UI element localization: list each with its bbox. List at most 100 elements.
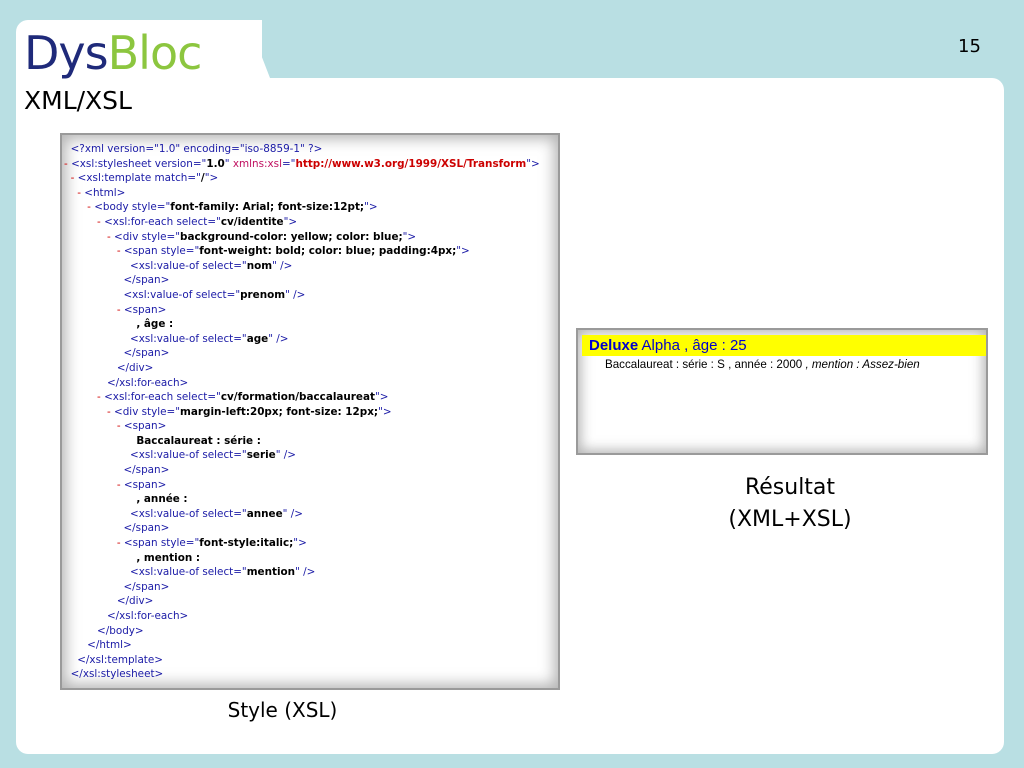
code-token: " bbox=[224, 157, 233, 170]
caption-result: Résultat (XML+XSL) bbox=[690, 472, 890, 536]
code-line: <xsl:value-of select="annee" /> bbox=[64, 507, 560, 522]
code-token: " /> bbox=[272, 259, 293, 272]
code-token: <xsl:value-of select=" bbox=[64, 288, 241, 301]
code-token: " /> bbox=[295, 566, 316, 579]
code-token: nom bbox=[246, 259, 273, 272]
code-token: xmlns:xsl bbox=[232, 157, 282, 170]
code-token: <xsl:value-of select=" bbox=[64, 566, 247, 579]
code-token: <xsl:stylesheet version=" bbox=[71, 157, 207, 170]
result-bac-mention: , mention : Assez-bien bbox=[805, 358, 920, 371]
code-line: - <span> bbox=[64, 478, 560, 493]
code-line: - <span> bbox=[64, 303, 560, 318]
code-token: <html> bbox=[84, 186, 126, 199]
code-token: <span> bbox=[123, 478, 167, 491]
code-token: </div> bbox=[64, 361, 154, 374]
caption-result-line1: Résultat bbox=[744, 475, 836, 500]
result-nom: Deluxe bbox=[589, 337, 639, 354]
code-line: <xsl:value-of select="mention" /> bbox=[64, 565, 560, 580]
code-token: - bbox=[64, 391, 105, 404]
code-token: </xsl:template> bbox=[64, 653, 163, 666]
code-token: "> bbox=[456, 245, 470, 258]
code-token: , âge : bbox=[64, 318, 174, 331]
code-line: </span> bbox=[64, 521, 560, 536]
code-token: </xsl:for-each> bbox=[64, 376, 189, 389]
code-token: "> bbox=[378, 405, 392, 418]
code-token: <xsl:template match=" bbox=[77, 172, 201, 185]
code-token: "> bbox=[293, 537, 307, 550]
slide-title: DysBloc bbox=[24, 26, 203, 80]
code-token: annee bbox=[246, 507, 283, 520]
code-token: - bbox=[64, 201, 95, 214]
result-bac-line: Baccalaureat : série : S , année : 2000 … bbox=[605, 358, 920, 371]
code-token: 1.0 bbox=[206, 157, 225, 170]
code-token: age bbox=[246, 332, 269, 345]
code-token: - bbox=[64, 186, 85, 199]
code-line: - <xsl:for-each select="cv/identite"> bbox=[64, 215, 560, 230]
code-token: " /> bbox=[275, 449, 296, 462]
slide-subtitle: XML/XSL bbox=[24, 86, 132, 115]
code-token: <span> bbox=[123, 303, 167, 316]
code-line: </span> bbox=[64, 273, 560, 288]
code-token: <span style=" bbox=[123, 245, 200, 258]
code-line: , âge : bbox=[64, 317, 560, 332]
code-token: - bbox=[64, 303, 124, 316]
code-token: " /> bbox=[268, 332, 289, 345]
code-token: <xsl:value-of select=" bbox=[64, 507, 247, 520]
xsl-code-panel: <?xml version="1.0" encoding="iso-8859-1… bbox=[60, 133, 560, 690]
code-token: </span> bbox=[64, 274, 170, 287]
code-token: <xsl:value-of select=" bbox=[64, 449, 247, 462]
code-line: </div> bbox=[64, 594, 560, 609]
code-token: - bbox=[64, 215, 105, 228]
code-token: font-style:italic; bbox=[199, 537, 294, 550]
slide-card bbox=[16, 20, 262, 78]
code-token: </body> bbox=[64, 624, 144, 637]
code-token: - bbox=[64, 245, 124, 258]
code-token: - bbox=[64, 230, 114, 243]
code-token: - bbox=[64, 420, 124, 433]
code-token: / bbox=[200, 172, 205, 185]
code-token: , année : bbox=[64, 493, 188, 506]
code-line: Baccalaureat : série : bbox=[64, 434, 560, 449]
code-token: <body style=" bbox=[94, 201, 171, 214]
code-line: , mention : bbox=[64, 551, 560, 566]
code-token: "> bbox=[364, 201, 378, 214]
code-line: - <div style="margin-left:20px; font-siz… bbox=[64, 405, 560, 420]
result-prenom-age: Alpha , âge : 25 bbox=[638, 337, 747, 354]
code-token: <div style=" bbox=[114, 405, 181, 418]
code-token: <?xml version="1.0" encoding="iso-8859-1… bbox=[64, 143, 323, 155]
result-identity-bar: Deluxe Alpha , âge : 25 bbox=[582, 335, 986, 356]
code-token: </xsl:stylesheet> bbox=[64, 668, 164, 681]
code-token: Baccalaureat : série : bbox=[64, 434, 261, 447]
code-token: - bbox=[64, 157, 72, 170]
title-bloc: Bloc bbox=[107, 26, 203, 80]
code-token: prenom bbox=[240, 288, 286, 301]
code-line: <xsl:value-of select="age" /> bbox=[64, 332, 560, 347]
result-panel: Deluxe Alpha , âge : 25 Baccalaureat : s… bbox=[576, 328, 988, 455]
code-token: " /> bbox=[282, 507, 303, 520]
code-token: - bbox=[64, 405, 114, 418]
code-line: <?xml version="1.0" encoding="iso-8859-1… bbox=[64, 142, 560, 157]
code-token: font-family: Arial; font-size:12pt; bbox=[170, 201, 365, 214]
code-token: "> bbox=[402, 230, 417, 243]
page-number: 15 bbox=[958, 36, 981, 57]
code-token: "> bbox=[283, 215, 298, 228]
code-token: http://www.w3.org/1999/XSL/Transform bbox=[295, 157, 527, 170]
code-token: mention bbox=[246, 566, 296, 579]
code-token: "> bbox=[204, 172, 219, 185]
xsl-code-listing: <?xml version="1.0" encoding="iso-8859-1… bbox=[64, 142, 560, 682]
code-token: cv/identite bbox=[220, 215, 284, 228]
code-token: </div> bbox=[64, 595, 154, 608]
code-line: </div> bbox=[64, 361, 560, 376]
code-line: <xsl:value-of select="prenom" /> bbox=[64, 288, 560, 303]
code-token: </span> bbox=[64, 580, 170, 593]
code-token: <div style=" bbox=[114, 230, 181, 243]
code-line: - <span style="font-weight: bold; color:… bbox=[64, 244, 560, 259]
code-token: <span> bbox=[123, 420, 167, 433]
code-line: - <span> bbox=[64, 419, 560, 434]
code-line: - <html> bbox=[64, 186, 560, 201]
caption-result-line2: (XML+XSL) bbox=[728, 507, 852, 532]
caption-style: Style (XSL) bbox=[227, 698, 338, 722]
code-line: - <xsl:stylesheet version="1.0" xmlns:xs… bbox=[64, 157, 560, 172]
code-line: </span> bbox=[64, 346, 560, 361]
code-token: </span> bbox=[64, 522, 170, 535]
